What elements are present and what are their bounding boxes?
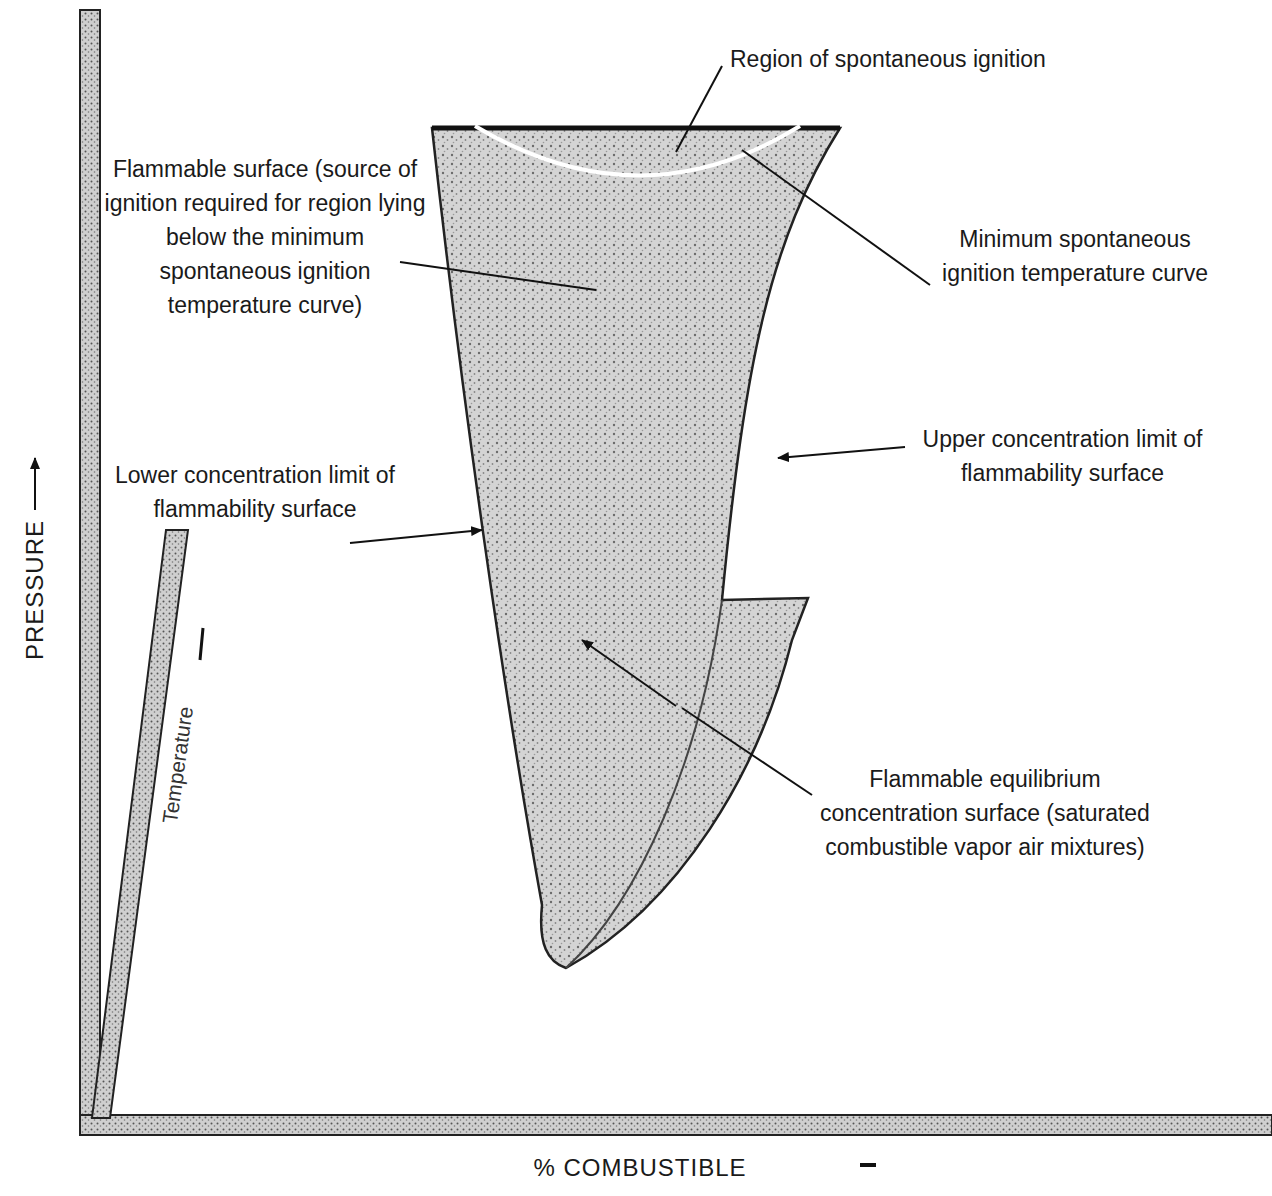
callout-label: Upper concentration limit of flammabilit…	[910, 422, 1215, 490]
axis-dash	[860, 1163, 876, 1167]
temperature-arrow	[200, 628, 203, 660]
callout-label: Lower concentration limit of flammabilit…	[105, 458, 405, 526]
combustible-axis	[80, 1115, 1272, 1135]
flammable-surface	[432, 128, 840, 968]
ignition-curve	[475, 126, 800, 176]
callout-label: Flammable equilibrium concentration surf…	[805, 762, 1165, 864]
top-edge	[432, 126, 840, 131]
leader-arrow	[778, 447, 905, 458]
leader-line	[682, 708, 812, 795]
leader-arrow	[350, 530, 482, 543]
axis-title: PRESSURE	[18, 520, 52, 660]
leader-arrow	[582, 640, 676, 706]
leader-line	[400, 262, 596, 290]
callout-label: Flammable surface (source of ignition re…	[100, 152, 430, 322]
leader-line	[742, 150, 930, 285]
pressure-arrow	[34, 458, 36, 510]
callout-label: Minimum spontaneous ignition temperature…	[920, 222, 1230, 290]
pressure-axis	[80, 10, 100, 1135]
leader-line	[676, 66, 722, 152]
surface-edge	[566, 600, 722, 968]
callout-label: Region of spontaneous ignition	[730, 42, 1170, 76]
axis-title: % COMBUSTIBLE	[533, 1151, 746, 1185]
